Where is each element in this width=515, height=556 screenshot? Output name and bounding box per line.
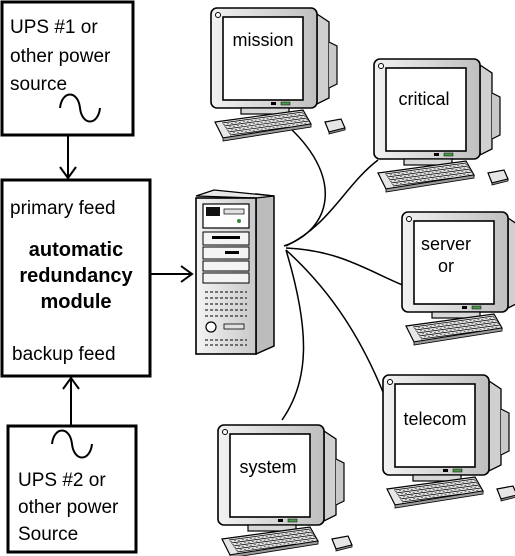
module-title-line2: redundancy <box>19 265 133 287</box>
server-tower-icon <box>195 189 275 356</box>
computer-label-telecom: telecom <box>403 409 466 429</box>
arrow-ups1-to-module <box>59 135 77 180</box>
computer-label-server: server <box>421 234 471 254</box>
computer-monitor-icon <box>217 424 353 556</box>
ups-1-line3: source <box>10 74 67 95</box>
connection-system <box>281 249 305 421</box>
sine-wave-icon <box>59 93 101 123</box>
computer-monitor-icon <box>401 211 515 346</box>
computer-mission: mission <box>210 7 346 142</box>
computer-critical: critical <box>373 58 509 193</box>
connection-server <box>285 247 406 287</box>
connection-mission <box>283 127 326 247</box>
ups-2-line2: other power <box>18 497 119 518</box>
ups-1-line2: other power <box>10 46 111 67</box>
computer-label-critical: critical <box>398 89 449 109</box>
computer-monitor-icon <box>382 374 515 509</box>
ups-1-box: UPS #1 or other power source <box>0 0 135 137</box>
primary-feed-label: primary feed <box>10 198 116 219</box>
arrow-module-to-server <box>150 265 194 283</box>
computer-server: server or <box>401 211 515 346</box>
computer-monitor-icon <box>210 7 346 142</box>
arrow-ups2-to-module <box>62 376 80 425</box>
ups-2-box: UPS #2 or other power Source <box>6 424 138 554</box>
backup-feed-label: backup feed <box>12 344 116 365</box>
ups-2-line1: UPS #2 or <box>18 470 106 491</box>
computer-label-mission: mission <box>232 30 293 50</box>
computer-telecom: telecom <box>382 374 515 509</box>
sine-wave-icon <box>51 429 93 459</box>
computer-system: system <box>217 424 353 556</box>
computer-monitor-icon <box>373 58 509 193</box>
ups-1-line1: UPS #1 or <box>10 17 98 38</box>
module-title-line3: module <box>40 291 111 313</box>
redundancy-module-box: primary feed automatic redundancy module… <box>0 178 152 378</box>
module-title-line1: automatic <box>29 239 123 261</box>
computer-label-or: or <box>438 256 454 276</box>
ups-2-line3: Source <box>18 524 78 545</box>
computer-label-system: system <box>239 457 296 477</box>
connection-critical <box>285 159 379 247</box>
connection-telecom <box>285 249 394 419</box>
